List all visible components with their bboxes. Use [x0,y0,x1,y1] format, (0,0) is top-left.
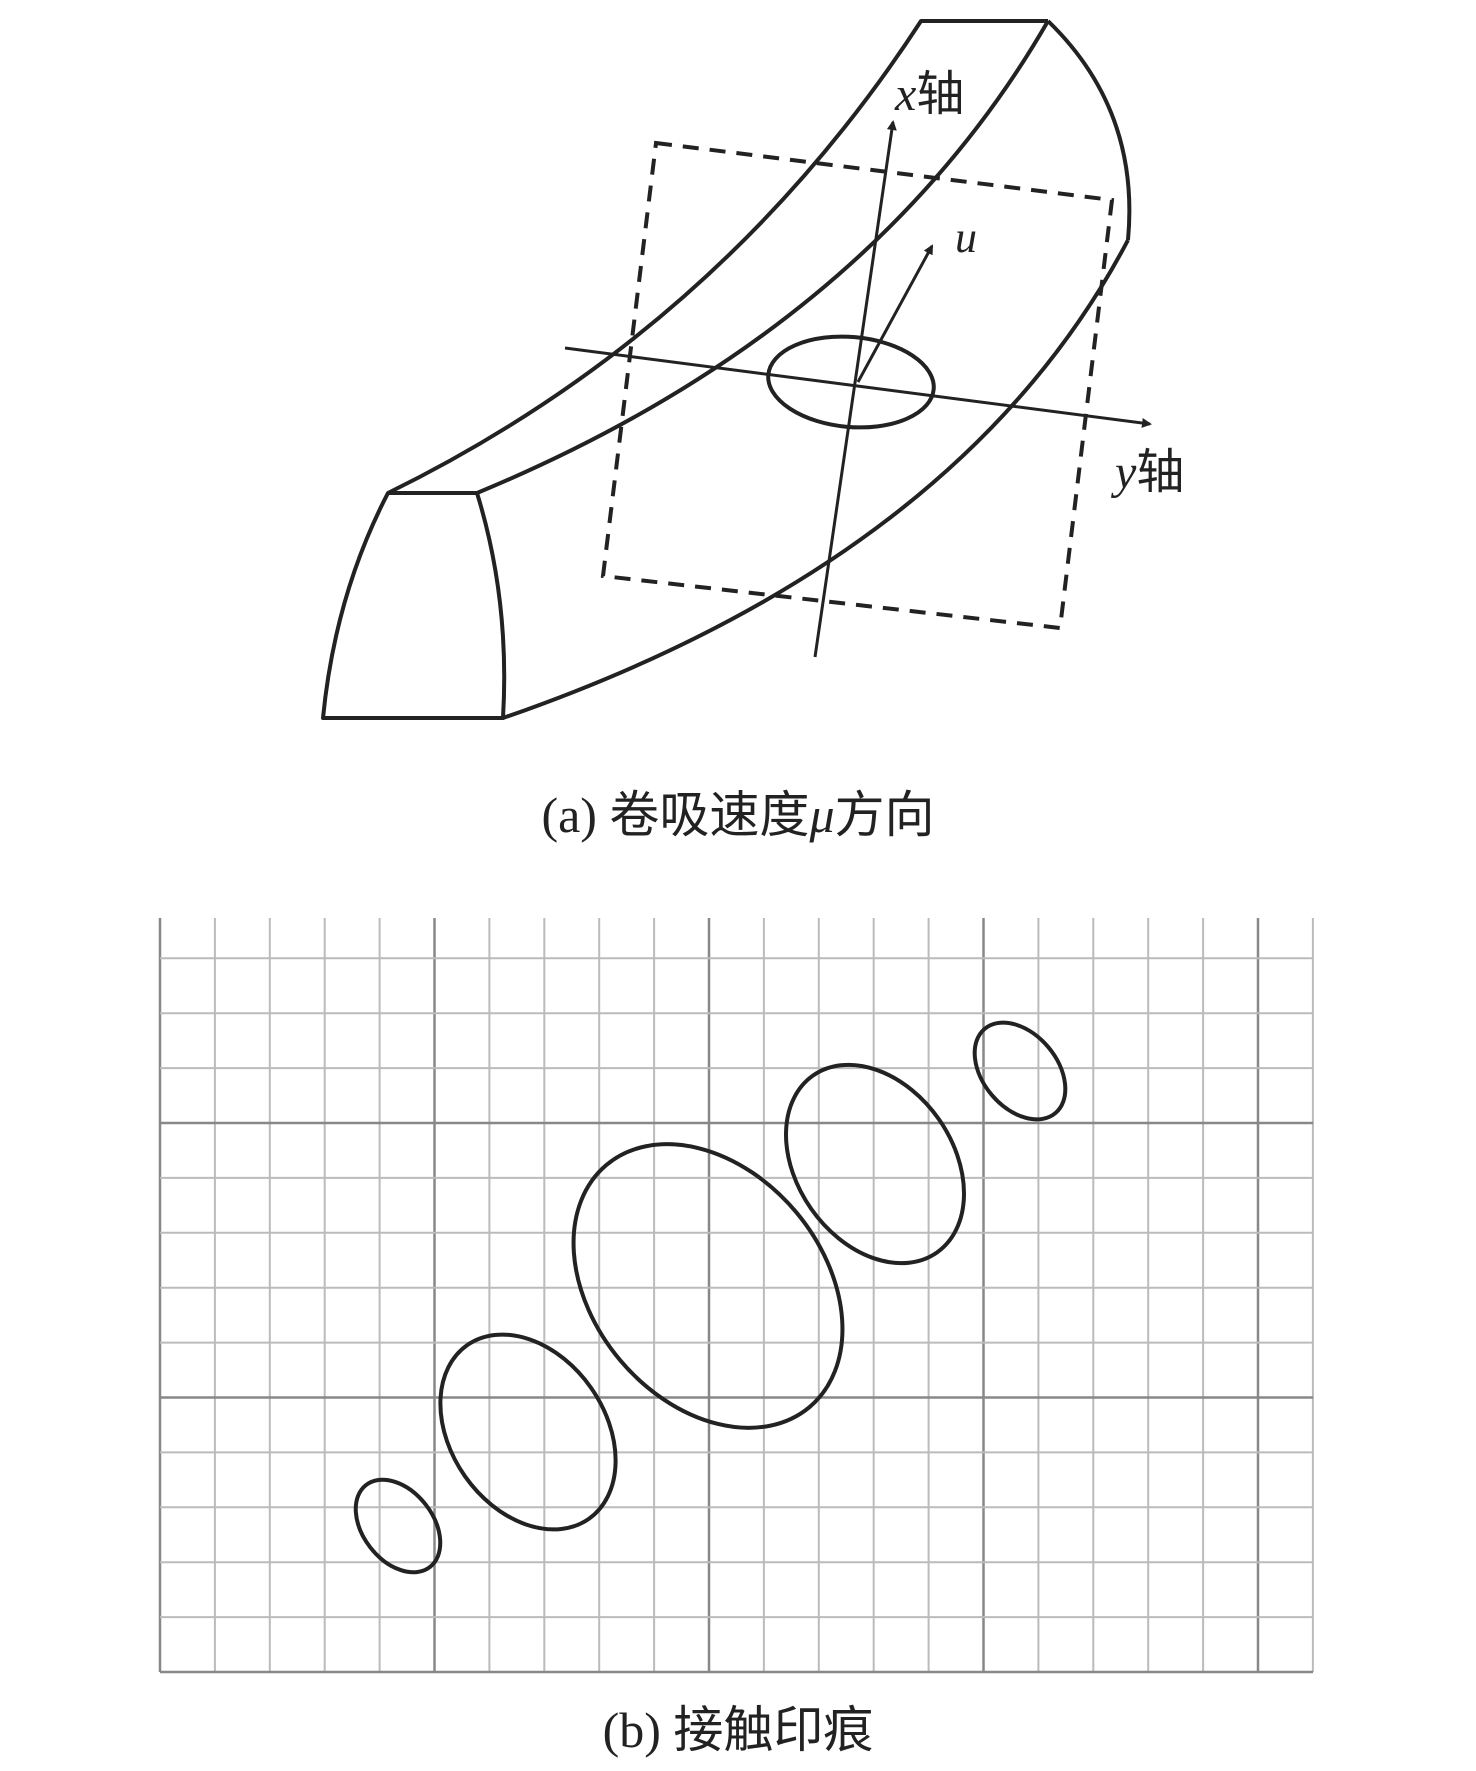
tooth-flank-edge [502,239,1130,720]
tooth-top-edge-back [387,19,1048,495]
contact-ellipses [353,1020,1068,1575]
y-axis-line [564,346,1152,428]
tangent-plane [600,140,1115,631]
tooth-contact-diagram: x轴 u y轴 [321,19,1184,720]
contact-ellipse-2 [438,1332,618,1532]
x-axis-label: x轴 [894,68,964,121]
tooth-end-face [321,491,507,720]
contact-ellipse-5 [972,1020,1068,1122]
tooth-top-edge-front [476,20,1050,495]
grid [158,918,1314,1674]
tooth-far-end [1046,19,1132,241]
contact-ellipse-3 [571,1142,845,1430]
caption-b: (b) 接触印痕 [602,1702,874,1758]
y-axis-label: y轴 [1110,446,1184,499]
caption-a-symbol: μ [809,787,835,843]
caption-a-prefix: (a) 卷吸速度 [541,787,810,843]
x-axis-line [813,120,897,658]
caption-a: (a) 卷吸速度μ方向 [0,785,1476,845]
caption-a-suffix: 方向 [834,787,935,843]
contact-pattern-grid [158,918,1314,1674]
contact-ellipse-4 [784,1062,966,1266]
velocity-vector [856,244,934,383]
contact-ellipse-1 [353,1477,443,1575]
tooth-segment [321,19,1132,720]
velocity-label: u [955,213,977,262]
